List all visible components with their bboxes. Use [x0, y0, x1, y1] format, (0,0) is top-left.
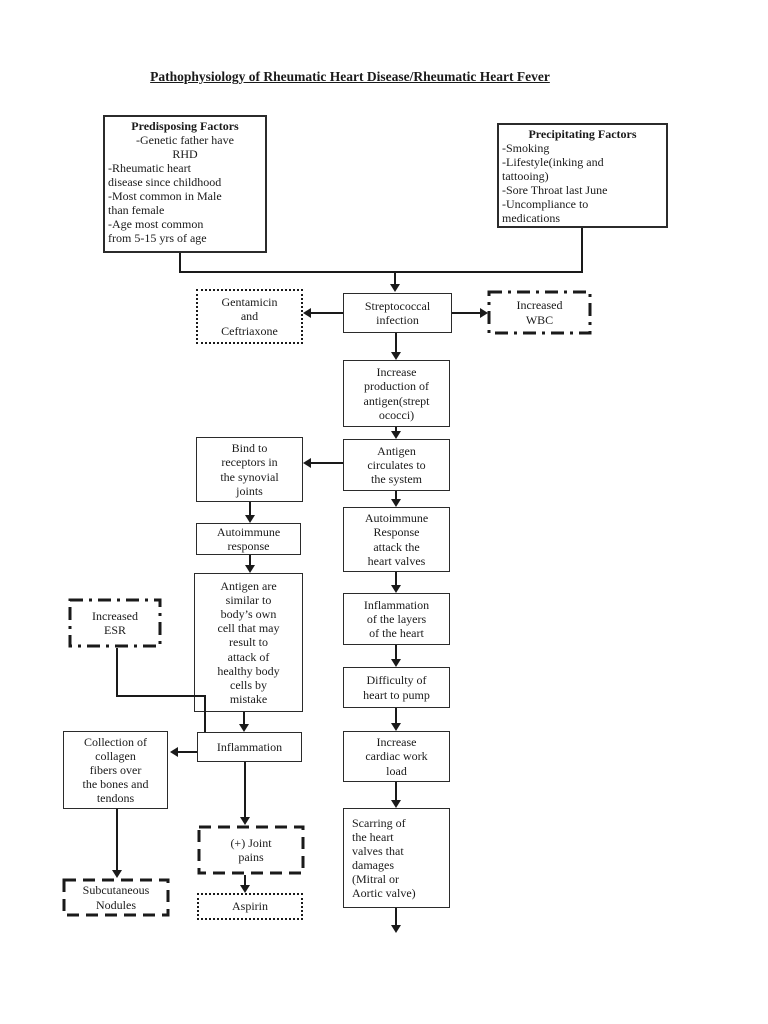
node-heading: Predisposing Factors	[131, 119, 239, 133]
arrowhead-down-icon	[240, 817, 250, 825]
node-text: Streptococcal infection	[364, 298, 431, 327]
arrowhead-down-icon	[391, 431, 401, 439]
connector-line	[395, 427, 397, 431]
node-bind-receptors: Bind to receptors in the synovial joints	[196, 437, 303, 502]
connector-line	[116, 809, 118, 870]
connector-line	[204, 695, 206, 732]
node-text: Antigen circulates to the system	[367, 443, 426, 487]
connector-line	[394, 272, 396, 284]
arrowhead-down-icon	[240, 885, 250, 893]
node-text: Increase cardiac work load	[365, 735, 428, 778]
node-subcutaneous-nodules: Subcutaneous Nodules	[62, 878, 170, 917]
node-text: -Rheumatic heart disease since childhood…	[108, 161, 222, 246]
arrowhead-down-icon	[391, 352, 401, 360]
arrowhead-left-icon	[303, 308, 311, 318]
node-increase-antigen-production: Increase production of antigen(strept oc…	[343, 360, 450, 427]
node-aspirin: Aspirin	[197, 893, 303, 920]
arrowhead-down-icon	[390, 284, 400, 292]
node-increased-wbc: Increased WBC	[487, 290, 592, 335]
node-antigen-circulates: Antigen circulates to the system	[343, 439, 450, 491]
arrowhead-down-icon	[112, 870, 122, 878]
node-increased-esr: Increased ESR	[68, 598, 162, 648]
arrowhead-down-icon	[245, 515, 255, 523]
connector-line	[395, 645, 397, 659]
node-antigen-similar: Antigen are similar to body’s own cell t…	[194, 573, 303, 712]
connector-line	[244, 762, 246, 817]
connector-line	[311, 462, 343, 464]
connector-line	[249, 502, 251, 515]
arrowhead-left-icon	[303, 458, 311, 468]
node-text: Gentamicin and Ceftriaxone	[221, 295, 278, 338]
node-precipitating-factors: Precipitating Factors -Smoking -Lifestyl…	[497, 123, 668, 228]
arrowhead-down-icon	[245, 565, 255, 573]
node-inflammation: Inflammation	[197, 732, 302, 762]
connector-line	[311, 312, 343, 314]
node-text: Collection of collagen fibers over the b…	[82, 734, 149, 806]
node-joint-pains: (+) Joint pains	[197, 825, 305, 875]
node-text: Antigen are similar to body’s own cell t…	[217, 579, 280, 706]
node-autoimmune-attack-valves: Autoimmune Response attack the heart val…	[343, 507, 450, 572]
node-text: (+) Joint pains	[230, 835, 272, 864]
page-title: Pathophysiology of Rheumatic Heart Disea…	[150, 69, 550, 84]
node-collection-collagen: Collection of collagen fibers over the b…	[63, 731, 168, 809]
connector-line	[395, 782, 397, 800]
arrowhead-down-icon	[239, 724, 249, 732]
node-inflammation-layers: Inflammation of the layers of the heart	[343, 593, 450, 645]
node-cardiac-workload: Increase cardiac work load	[343, 731, 450, 782]
node-text: -Smoking -Lifestyle(inking and tattooing…	[502, 141, 608, 226]
node-scarring-valves: Scarring of the heart valves that damage…	[343, 808, 450, 908]
node-streptococcal-infection: Streptococcal infection	[343, 293, 452, 333]
arrowhead-down-icon	[391, 585, 401, 593]
node-text: Increase production of antigen(strept oc…	[363, 365, 430, 422]
node-text: Increased WBC	[516, 298, 563, 327]
node-text: Increased ESR	[92, 608, 138, 637]
node-text: Subcutaneous Nodules	[82, 883, 150, 912]
connector-line	[395, 333, 397, 352]
connector-line	[179, 271, 583, 273]
connector-line	[395, 708, 397, 723]
connector-line	[249, 555, 251, 565]
node-text: Bind to receptors in the synovial joints	[220, 441, 279, 498]
connector-line	[581, 228, 583, 273]
connector-line	[178, 751, 197, 753]
node-difficulty-pump: Difficulty of heart to pump	[343, 667, 450, 708]
connector-line	[179, 253, 181, 272]
arrowhead-down-icon	[391, 723, 401, 731]
connector-line	[116, 695, 206, 697]
connector-line	[452, 312, 480, 314]
connector-line	[244, 875, 246, 885]
node-text: Aspirin	[232, 899, 268, 914]
node-text: -Genetic father have RHD	[136, 133, 234, 162]
connector-line	[395, 491, 397, 499]
node-predisposing-factors: Predisposing Factors -Genetic father hav…	[103, 115, 267, 253]
arrowhead-left-icon	[170, 747, 178, 757]
arrowhead-down-icon	[391, 499, 401, 507]
connector-line	[243, 712, 245, 724]
arrowhead-right-icon	[480, 308, 488, 318]
arrowhead-down-icon	[391, 800, 401, 808]
connector-line	[116, 648, 118, 697]
node-text: Difficulty of heart to pump	[363, 673, 430, 702]
connector-line	[395, 572, 397, 585]
node-gentamicin-ceftriaxone: Gentamicin and Ceftriaxone	[196, 289, 303, 344]
node-text: Inflammation of the layers of the heart	[363, 597, 430, 641]
arrowhead-down-icon	[391, 925, 401, 933]
connector-line	[395, 908, 397, 925]
node-text: Autoimmune Response attack the heart val…	[364, 511, 429, 568]
node-text: Inflammation	[216, 739, 283, 754]
node-heading: Precipitating Factors	[528, 127, 637, 141]
arrowhead-down-icon	[391, 659, 401, 667]
node-autoimmune-response: Autoimmune response	[196, 523, 301, 555]
node-text: Scarring of the heart valves that damage…	[352, 815, 416, 901]
node-text: Autoimmune response	[216, 524, 281, 553]
